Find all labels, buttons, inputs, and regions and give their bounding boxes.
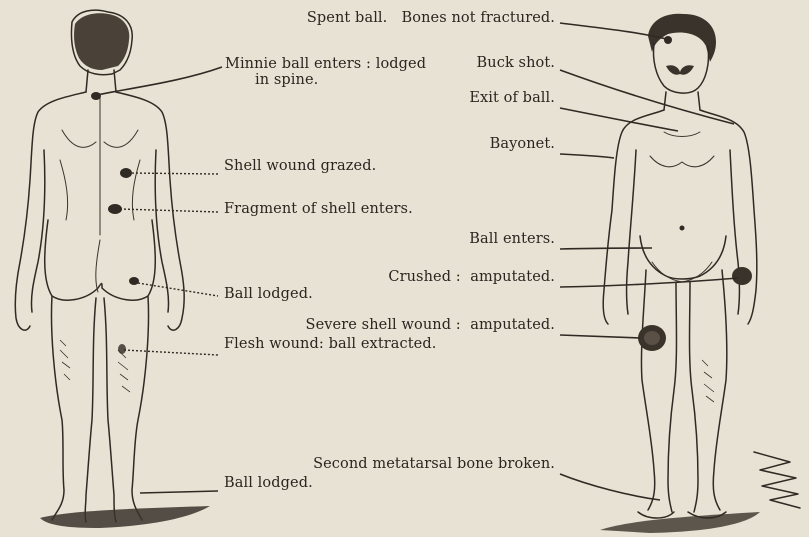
- label-ball-enters: Ball enters.: [469, 231, 555, 247]
- label-line: Flesh wound: ball extracted.: [224, 336, 436, 352]
- label-severe-shell: Severe shell wound : amputated.: [306, 317, 555, 333]
- back-figure: [15, 10, 210, 528]
- label-shell-fragment: Fragment of shell enters.: [224, 201, 413, 217]
- label-exit-ball: Exit of ball.: [469, 90, 555, 106]
- label-line: Severe shell wound : amputated.: [306, 317, 555, 333]
- label-buck-shot: Buck shot.: [477, 55, 555, 71]
- label-minnie-ball: Minnie ball enters : lodged in spine.: [225, 56, 426, 88]
- label-line: Ball enters.: [469, 231, 555, 247]
- label-crushed: Crushed : amputated.: [388, 269, 555, 285]
- label-line: Crushed : amputated.: [388, 269, 555, 285]
- label-line: Exit of ball.: [469, 90, 555, 106]
- label-bayonet: Bayonet.: [490, 136, 555, 152]
- back-leader-lines: [97, 67, 222, 493]
- label-ball-lodged-hip: Ball lodged.: [224, 286, 313, 302]
- label-ball-lodged-foot: Ball lodged.: [224, 475, 313, 491]
- label-line: Second metatarsal bone broken.: [313, 456, 555, 472]
- label-line: Bayonet.: [490, 136, 555, 152]
- label-line: Fragment of shell enters.: [224, 201, 413, 217]
- label-line: Buck shot.: [477, 55, 555, 71]
- label-line: Ball lodged.: [224, 475, 313, 491]
- label-metatarsal: Second metatarsal bone broken.: [313, 456, 555, 472]
- front-figure: [600, 14, 800, 533]
- label-line: Shell wound grazed.: [224, 158, 376, 174]
- label-line: Spent ball. Bones not fractured.: [307, 10, 555, 26]
- label-shell-grazed: Shell wound grazed.: [224, 158, 376, 174]
- label-line: Ball lodged.: [224, 286, 313, 302]
- label-spent-ball: Spent ball. Bones not fractured.: [307, 10, 555, 26]
- label-line: in spine.: [225, 72, 426, 88]
- label-line: Minnie ball enters : lodged: [225, 56, 426, 72]
- label-flesh-wound: Flesh wound: ball extracted.: [224, 336, 436, 352]
